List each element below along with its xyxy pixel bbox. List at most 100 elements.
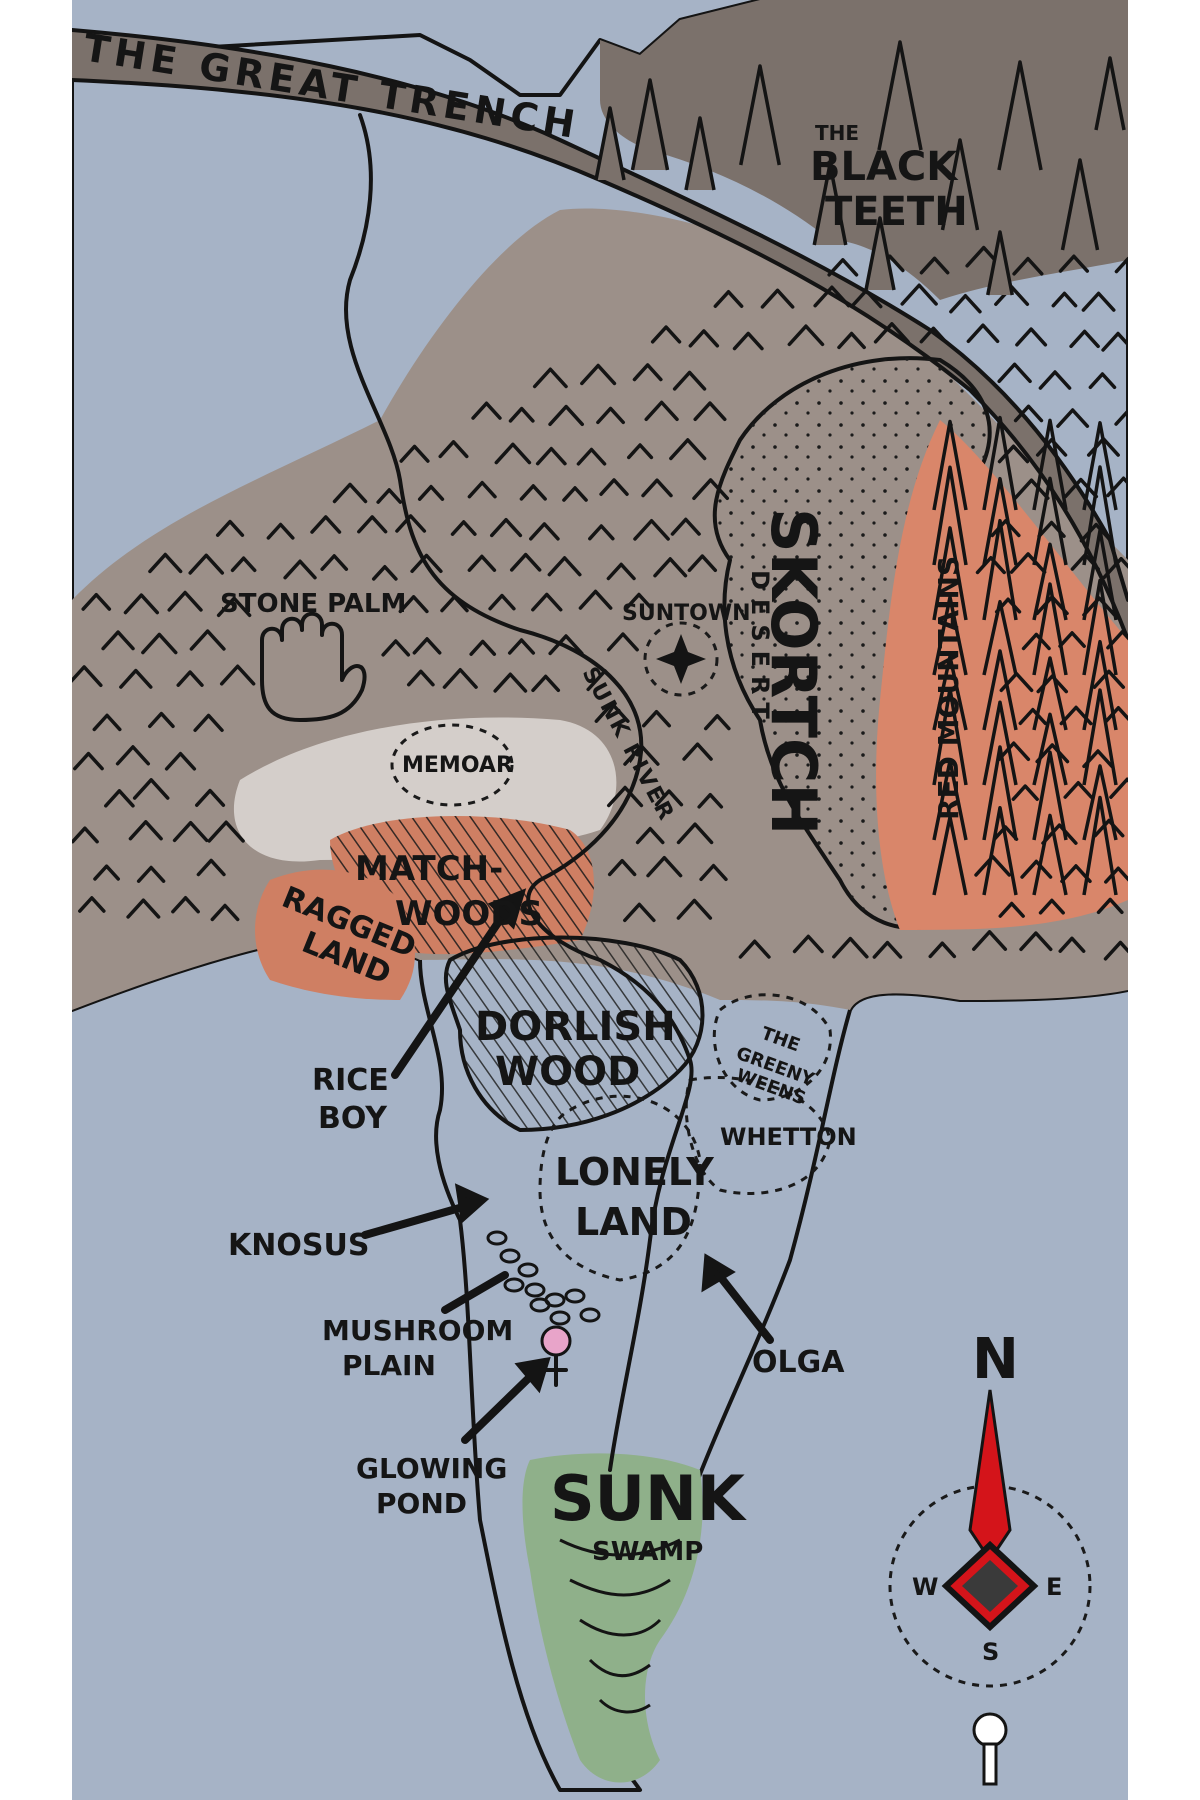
mountain-glyph — [787, 324, 825, 347]
black-teeth-peak — [1094, 56, 1126, 131]
mountain-glyph — [266, 522, 295, 540]
mountain-glyph — [406, 669, 435, 687]
mountain-glyph — [1079, 522, 1113, 543]
mountain-glyph — [997, 444, 1030, 464]
mountain-glyph — [494, 442, 532, 465]
suntown-star-icon — [656, 634, 706, 684]
mountain-glyph — [1096, 897, 1124, 915]
glowing-pond-arrow — [461, 1368, 539, 1444]
black-teeth-peak — [997, 60, 1043, 171]
mountain-glyph — [1063, 477, 1099, 499]
mountain-glyph — [632, 363, 663, 382]
label-black-teeth-teeth: TEETH — [825, 189, 968, 235]
black-teeth-peak — [630, 78, 670, 171]
mushroom-arrow — [441, 1271, 509, 1314]
mushroom-mark — [499, 1248, 521, 1264]
red-mountain-peak — [1082, 764, 1118, 841]
mountain-glyph — [627, 443, 654, 460]
mountain-glyph — [148, 711, 175, 729]
mountain-glyph — [849, 288, 883, 309]
mountain-glyph — [395, 514, 427, 533]
mountain-glyph — [1011, 784, 1039, 801]
red-mountain-peak — [932, 465, 968, 566]
mountain-glyph — [1092, 669, 1126, 689]
mountain-glyph — [1102, 556, 1128, 580]
red-mountain-peak — [1032, 582, 1068, 676]
mountain-glyph — [641, 709, 671, 728]
mountain-glyph — [548, 634, 584, 656]
mountain-glyph — [1082, 596, 1117, 617]
mountain-glyph — [78, 896, 106, 913]
ragged-land-region — [255, 869, 415, 1000]
red-mountain-peak — [932, 526, 968, 621]
mountain-glyph — [580, 363, 617, 386]
mountain-glyph — [966, 323, 1000, 344]
knosus-arrow — [361, 1201, 474, 1239]
mountain-glyph — [872, 940, 903, 959]
mountain-glyph — [623, 744, 660, 766]
black-teeth-peak — [812, 162, 848, 246]
mountain-glyph — [81, 592, 112, 611]
red-mountain-peak — [982, 476, 1018, 566]
red-mountain-peak — [982, 599, 1018, 676]
mountain-glyph — [596, 406, 625, 425]
mountain-glyph — [792, 934, 824, 954]
mountain-glyph — [997, 741, 1031, 762]
mountain-glyph — [699, 863, 728, 882]
mountain-glyph — [93, 864, 120, 881]
label-desert: DESERT — [746, 570, 774, 728]
mushroom-mark — [486, 1230, 508, 1246]
sunk-swamp-region — [522, 1453, 703, 1783]
mountain-glyph — [1114, 256, 1128, 274]
mountain-glyph — [532, 367, 568, 389]
label-lonely-2: LAND — [575, 1200, 692, 1244]
mountain-glyph — [1021, 632, 1051, 651]
mountain-glyph — [1114, 408, 1128, 426]
mountain-glyph — [450, 520, 477, 536]
compass-ring — [888, 1484, 1092, 1688]
label-lonely-1: LONELY — [555, 1150, 714, 1194]
label-glowing-1: GLOWING — [356, 1452, 507, 1485]
mountain-glyph — [644, 400, 679, 422]
mountain-glyph — [827, 258, 859, 277]
mountain-glyph — [692, 478, 730, 501]
mountain-glyph — [283, 559, 317, 580]
mountain-glyph — [531, 592, 563, 612]
mountain-glyph — [467, 554, 497, 572]
mountain-glyph — [633, 518, 670, 541]
label-black-teeth-black: BLACK — [810, 144, 959, 190]
mountain-glyph — [519, 484, 547, 501]
mushroom-mark — [529, 1297, 551, 1313]
mountain-glyph — [654, 789, 684, 807]
red-mountain-peak — [932, 758, 968, 841]
mountain-glyph — [972, 930, 1008, 951]
mountain-glyphs — [72, 245, 1128, 961]
mountain-glyph — [535, 446, 567, 466]
mountain-glyph — [623, 902, 656, 923]
mountain-glyph — [164, 751, 197, 771]
mountain-glyph — [1088, 372, 1117, 390]
mountain-glyph — [488, 593, 516, 611]
mountain-glyph — [210, 903, 240, 922]
compass-n: N — [972, 1327, 1019, 1392]
mountain-glyph — [599, 478, 629, 496]
red-mountain-peak — [932, 654, 968, 731]
label-matchwoods-1: MATCH- — [355, 849, 503, 889]
mountain-glyph — [900, 283, 938, 306]
mountain-glyph — [1012, 256, 1044, 276]
stone-palm — [260, 611, 367, 722]
mountain-glyph — [381, 639, 411, 657]
red-mountain-peak — [1082, 795, 1118, 896]
red-mountain-peak — [1082, 421, 1118, 511]
mountain-glyph — [136, 865, 166, 883]
mountain-glyph — [195, 788, 226, 807]
mountain-glyph — [732, 331, 764, 351]
olga-arrow — [711, 1266, 774, 1344]
mountain-glyph — [207, 820, 245, 843]
mountain-glyph — [1103, 940, 1128, 961]
mountain-glyph — [167, 590, 203, 612]
mountain-glyph — [123, 593, 160, 615]
mountain-glyph — [676, 822, 714, 845]
mountain-glyph — [72, 665, 103, 688]
